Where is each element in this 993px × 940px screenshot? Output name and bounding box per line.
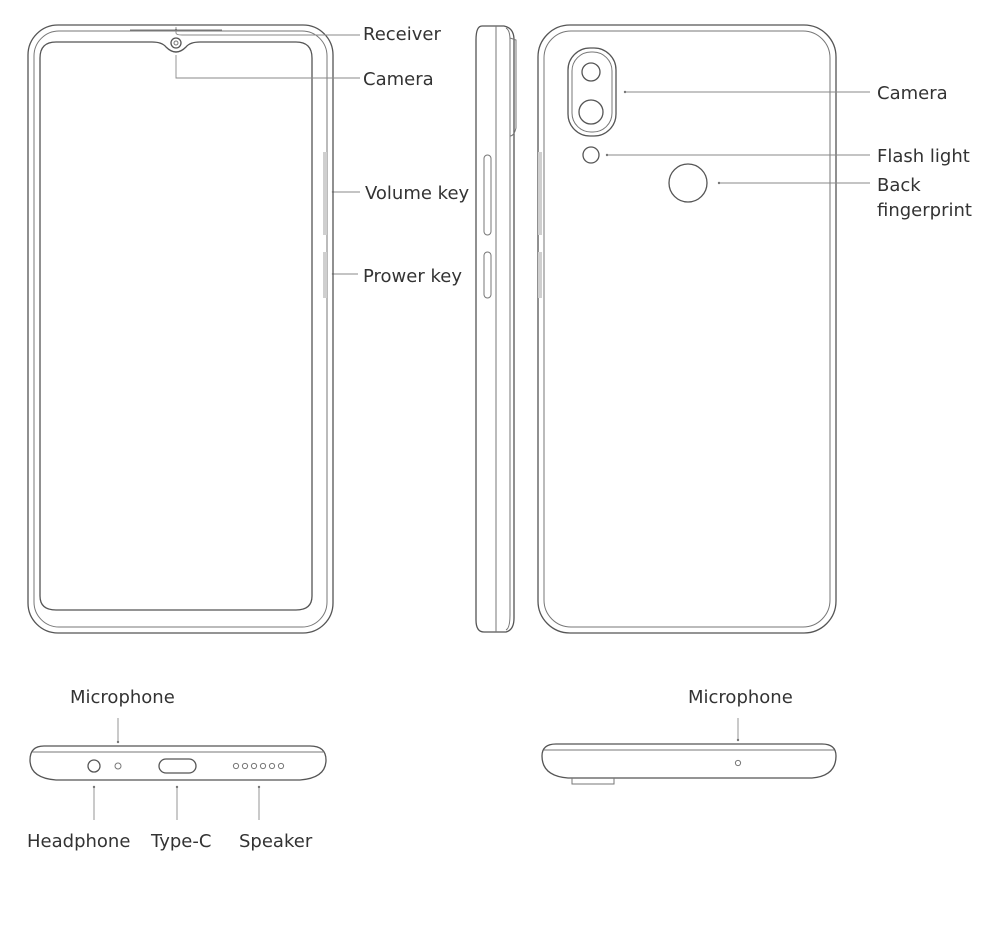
fingerprint-dot bbox=[717, 181, 721, 185]
bottom-microphone-label: Microphone bbox=[70, 687, 175, 708]
back-body-outline bbox=[537, 24, 837, 634]
rear-camera-lens-2 bbox=[578, 99, 604, 125]
flash-light-dot bbox=[605, 153, 609, 157]
back-fingerprint-label-line1: Back bbox=[877, 175, 921, 196]
top-body-outline bbox=[541, 743, 837, 779]
flash-light-label: Flash light bbox=[877, 146, 970, 167]
front-body-outline bbox=[27, 24, 334, 634]
bottom-view bbox=[29, 745, 327, 781]
speaker-label: Speaker bbox=[239, 831, 313, 852]
bottom-callouts: Microphone Headphone Type-C Speaker bbox=[27, 687, 313, 852]
front-screen bbox=[39, 41, 313, 611]
back-body-inner bbox=[543, 30, 831, 628]
power-key-label: Prower key bbox=[363, 266, 462, 287]
bottom-microphone-dot bbox=[116, 740, 120, 744]
back-power-key bbox=[538, 252, 542, 298]
front-camera-label: Camera bbox=[363, 69, 434, 90]
headphone-dot bbox=[92, 785, 96, 789]
side-power-key bbox=[483, 251, 492, 299]
fingerprint-sensor bbox=[668, 163, 708, 203]
side-view bbox=[475, 25, 517, 633]
top-microphone-label: Microphone bbox=[688, 687, 793, 708]
speaker-hole bbox=[241, 762, 249, 770]
side-inner-edge bbox=[505, 27, 511, 631]
type-c-port bbox=[158, 758, 197, 774]
front-body-inner bbox=[33, 30, 328, 628]
top-microphone-hole bbox=[734, 759, 742, 767]
front-camera-inner bbox=[173, 40, 179, 46]
power-key-dot bbox=[331, 272, 335, 276]
side-camera-bump bbox=[509, 37, 517, 137]
flash-light bbox=[582, 146, 600, 164]
speaker-hole bbox=[277, 762, 285, 770]
bottom-body-outline bbox=[29, 745, 327, 781]
front-callouts: Receiver Camera Volume key Prower key bbox=[174, 24, 470, 287]
side-body-outline bbox=[475, 25, 515, 633]
top-camera-bump bbox=[571, 778, 615, 785]
speaker-hole bbox=[250, 762, 258, 770]
receiver-label: Receiver bbox=[363, 24, 441, 45]
speaker-grille bbox=[232, 762, 285, 770]
volume-key-label: Volume key bbox=[365, 183, 470, 204]
front-camera-leader bbox=[175, 55, 360, 79]
rear-camera-dot bbox=[623, 90, 627, 94]
receiver-dot bbox=[174, 28, 178, 32]
back-callouts: Camera Flash light Back fingerprint bbox=[605, 83, 972, 221]
side-volume-key bbox=[483, 154, 492, 236]
bottom-microphone-hole bbox=[114, 762, 122, 770]
receiver-leader bbox=[175, 27, 360, 36]
rear-camera-label: Camera bbox=[877, 83, 948, 104]
rear-camera-module bbox=[567, 47, 617, 137]
rear-camera-module-inner bbox=[571, 51, 613, 133]
front-view bbox=[27, 24, 334, 634]
rear-camera-lens-1 bbox=[581, 62, 601, 82]
top-callouts: Microphone bbox=[688, 687, 793, 742]
volume-key-dot bbox=[331, 190, 335, 194]
type-c-label: Type-C bbox=[150, 831, 211, 852]
top-view bbox=[541, 743, 837, 785]
speaker-hole bbox=[259, 762, 267, 770]
headphone-label: Headphone bbox=[27, 831, 130, 852]
front-camera-lens bbox=[170, 37, 182, 49]
top-microphone-dot bbox=[736, 738, 740, 742]
speaker-dot bbox=[257, 785, 261, 789]
back-fingerprint-label-line2: fingerprint bbox=[877, 200, 972, 221]
back-view bbox=[537, 24, 837, 634]
headphone-jack bbox=[87, 759, 101, 773]
front-power-key bbox=[323, 252, 327, 298]
speaker-hole bbox=[232, 762, 240, 770]
speaker-hole bbox=[268, 762, 276, 770]
back-volume-key bbox=[538, 152, 542, 235]
type-c-dot bbox=[175, 785, 179, 789]
front-volume-key bbox=[323, 152, 327, 235]
